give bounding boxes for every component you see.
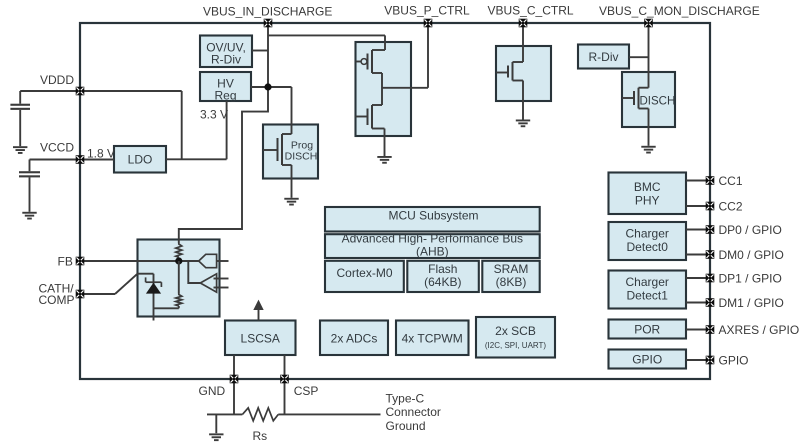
svg-text:Type-C: Type-C [386,391,425,405]
svg-text:MCU Subsystem: MCU Subsystem [388,209,478,223]
svg-text:GND: GND [199,384,226,398]
svg-text:HV: HV [217,77,234,91]
svg-text:Prog: Prog [291,140,313,152]
svg-text:4x TCPWM: 4x TCPWM [402,331,463,345]
svg-text:SRAM: SRAM [494,262,529,276]
svg-text:GPIO: GPIO [719,353,749,367]
svg-text:AXRES / GPIO: AXRES / GPIO [719,323,800,337]
svg-text:VDDD: VDDD [40,73,74,87]
svg-text:DISCH: DISCH [285,150,318,162]
svg-text:CSP: CSP [294,384,319,398]
svg-text:Cortex-M0: Cortex-M0 [336,266,392,280]
svg-text:LDO: LDO [128,152,153,166]
svg-text:POR: POR [634,322,660,336]
svg-text:(64KB): (64KB) [424,275,461,289]
svg-text:Advanced High- Performance Bus: Advanced High- Performance Bus [342,232,523,246]
svg-text:VBUS_P_CTRL: VBUS_P_CTRL [384,4,470,18]
svg-text:1.8 V: 1.8 V [87,146,115,160]
svg-text:BMC: BMC [634,180,661,194]
svg-text:2x ADCs: 2x ADCs [331,331,378,345]
svg-text:CC2: CC2 [719,199,743,213]
svg-text:VCCD: VCCD [40,141,74,155]
svg-text:VBUS_C_CTRL: VBUS_C_CTRL [488,4,574,18]
svg-text:2x SCB: 2x SCB [495,324,536,338]
svg-text:Charger: Charger [626,275,669,289]
svg-text:(I2C, SPI, UART): (I2C, SPI, UART) [485,341,547,350]
svg-text:R-Div: R-Div [211,53,241,67]
svg-text:R-Div: R-Div [589,50,619,64]
svg-text:PHY: PHY [635,194,660,208]
svg-text:FB: FB [58,254,73,268]
svg-text:Rs: Rs [253,429,268,443]
svg-text:CC1: CC1 [719,174,743,188]
svg-text:DM0 / GPIO: DM0 / GPIO [719,248,784,262]
svg-text:DP1 / GPIO: DP1 / GPIO [719,271,782,285]
svg-text:(AHB): (AHB) [416,245,449,259]
svg-text:(8KB): (8KB) [496,275,527,289]
svg-text:Ground: Ground [386,419,426,433]
svg-text:DP0 / GPIO: DP0 / GPIO [719,223,782,237]
svg-text:CATH/: CATH/ [39,281,75,295]
svg-text:COMP: COMP [39,293,75,307]
svg-text:Detect0: Detect0 [627,240,669,254]
svg-text:VBUS_C_MON_DISCHARGE: VBUS_C_MON_DISCHARGE [599,4,760,18]
svg-text:OV/UV,: OV/UV, [206,41,246,55]
svg-text:Charger: Charger [626,226,669,240]
svg-text:Flash: Flash [428,262,457,276]
svg-text:Connector: Connector [386,405,441,419]
svg-text:VBUS_IN_DISCHARGE: VBUS_IN_DISCHARGE [203,4,332,18]
svg-text:LSCSA: LSCSA [241,331,280,345]
svg-text:DISCH: DISCH [640,95,676,107]
svg-text:Detect1: Detect1 [627,288,669,302]
svg-text:3.3 V: 3.3 V [200,107,228,121]
svg-text:Reg: Reg [214,89,236,103]
svg-text:DM1 / GPIO: DM1 / GPIO [719,296,784,310]
svg-text:GPIO: GPIO [632,352,662,366]
